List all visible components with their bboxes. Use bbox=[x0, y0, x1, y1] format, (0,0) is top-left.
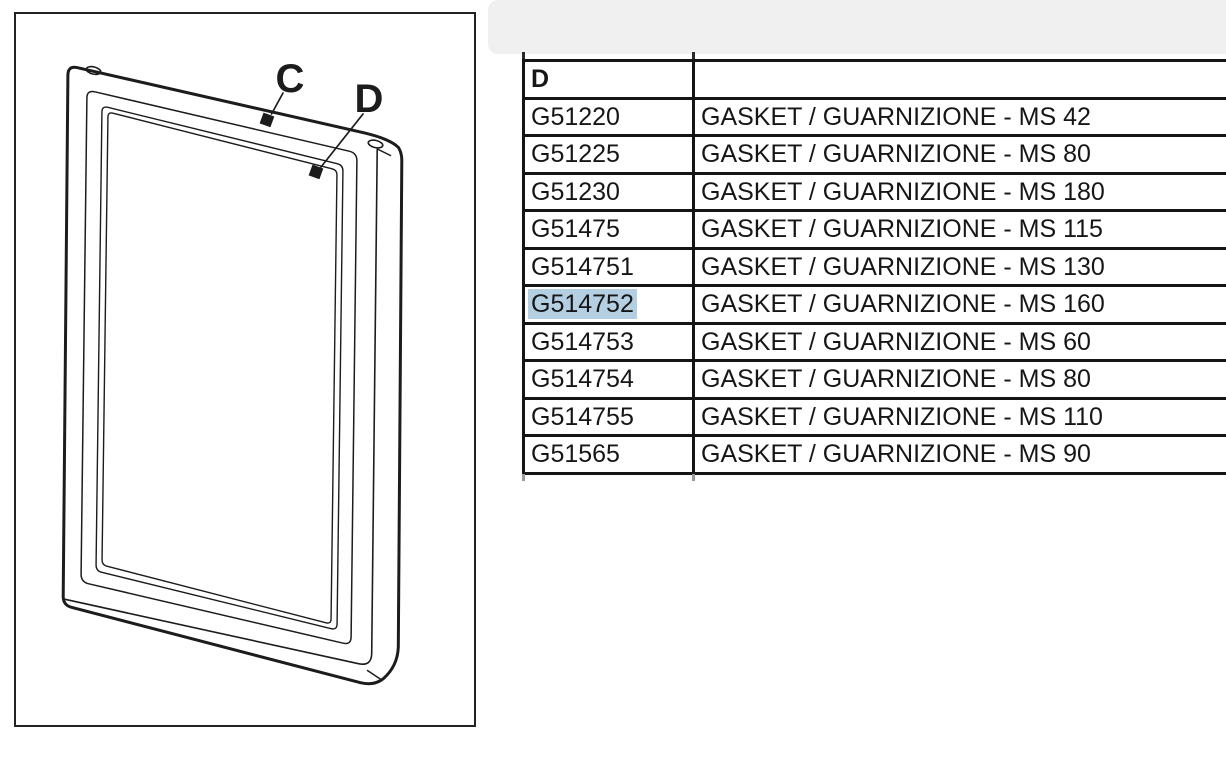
part-description: GASKET / GUARNIZIONE - MS 130 bbox=[701, 252, 1105, 281]
part-description: GASKET / GUARNIZIONE - MS 80 bbox=[701, 140, 1091, 168]
part-description: GASKET / GUARNIZIONE - MS 160 bbox=[701, 290, 1105, 318]
table-row[interactable]: G51565 GASKET / GUARNIZIONE - MS 90 bbox=[525, 437, 1226, 475]
table-row-selected[interactable]: G514752 GASKET / GUARNIZIONE - MS 160 bbox=[525, 287, 1226, 325]
table-border-stub bbox=[692, 52, 695, 59]
table-row[interactable]: G514751 GASKET / GUARNIZIONE - MS 130 bbox=[525, 249, 1226, 287]
part-description: GASKET / GUARNIZIONE - MS 80 bbox=[701, 365, 1091, 393]
part-description-cell: GASKET / GUARNIZIONE - MS 90 bbox=[695, 437, 1226, 472]
part-code-cell: G51230 bbox=[525, 174, 695, 209]
part-description-cell: GASKET / GUARNIZIONE - MS 80 bbox=[695, 137, 1226, 172]
table-border-stub bbox=[522, 474, 525, 481]
part-description-cell: GASKET / GUARNIZIONE - MS 160 bbox=[695, 287, 1226, 322]
part-description: GASKET / GUARNIZIONE - MS 110 bbox=[701, 402, 1103, 431]
part-code-cell: G51565 bbox=[525, 437, 695, 472]
part-code-cell: G51475 bbox=[525, 212, 695, 247]
part-description: GASKET / GUARNIZIONE - MS 42 bbox=[701, 102, 1091, 131]
part-code: G514754 bbox=[531, 365, 634, 393]
part-description: GASKET / GUARNIZIONE - MS 90 bbox=[701, 440, 1091, 468]
top-bar bbox=[488, 0, 1226, 54]
part-description-cell: GASKET / GUARNIZIONE - MS 115 bbox=[695, 212, 1226, 247]
part-code: G51220 bbox=[531, 102, 620, 131]
part-code-cell: G51220 bbox=[525, 99, 695, 134]
part-code: G514753 bbox=[531, 327, 634, 356]
part-description-cell: GASKET / GUARNIZIONE - MS 180 bbox=[695, 175, 1226, 210]
part-code-cell: G514752 bbox=[525, 287, 695, 322]
table-row[interactable]: G51220 GASKET / GUARNIZIONE - MS 42 bbox=[525, 99, 1226, 137]
parts-table: D G51220 GASKET / GUARNIZIONE - MS 42 G5… bbox=[522, 59, 1226, 475]
part-code: G514755 bbox=[531, 402, 634, 431]
part-code: G514751 bbox=[531, 252, 634, 281]
table-row[interactable]: G51475 GASKET / GUARNIZIONE - MS 115 bbox=[525, 212, 1226, 250]
part-code: G51225 bbox=[531, 140, 620, 168]
part-description: GASKET / GUARNIZIONE - MS 115 bbox=[701, 215, 1103, 243]
part-code: G514752 bbox=[528, 289, 637, 319]
part-description-cell: GASKET / GUARNIZIONE - MS 110 bbox=[695, 400, 1226, 435]
column-header-code: D bbox=[525, 62, 695, 97]
part-description-cell: GASKET / GUARNIZIONE - MS 130 bbox=[695, 250, 1226, 285]
table-row[interactable]: G514754 GASKET / GUARNIZIONE - MS 80 bbox=[525, 362, 1226, 400]
part-code: G51230 bbox=[531, 177, 620, 206]
part-description-cell: GASKET / GUARNIZIONE - MS 42 bbox=[695, 100, 1226, 135]
diagram-panel bbox=[14, 12, 476, 727]
table-row[interactable]: G514755 GASKET / GUARNIZIONE - MS 110 bbox=[525, 399, 1226, 437]
part-code-cell: G514755 bbox=[525, 399, 695, 434]
table-row[interactable]: G514753 GASKET / GUARNIZIONE - MS 60 bbox=[525, 324, 1226, 362]
table-row[interactable]: G51225 GASKET / GUARNIZIONE - MS 80 bbox=[525, 137, 1226, 175]
part-description: GASKET / GUARNIZIONE - MS 180 bbox=[701, 177, 1105, 206]
part-description-cell: GASKET / GUARNIZIONE - MS 80 bbox=[695, 362, 1226, 397]
part-code-cell: G51225 bbox=[525, 137, 695, 172]
part-description-cell: GASKET / GUARNIZIONE - MS 60 bbox=[695, 325, 1226, 360]
part-code-cell: G514751 bbox=[525, 249, 695, 284]
table-border-stub bbox=[522, 52, 525, 59]
table-header-row: D bbox=[525, 62, 1226, 100]
column-header-description bbox=[695, 62, 1226, 97]
table-border-stub bbox=[692, 474, 695, 481]
part-code-cell: G514753 bbox=[525, 324, 695, 359]
part-code: G51565 bbox=[531, 440, 620, 468]
part-code: G51475 bbox=[531, 215, 620, 243]
part-code-cell: G514754 bbox=[525, 362, 695, 397]
part-description: GASKET / GUARNIZIONE - MS 60 bbox=[701, 327, 1091, 356]
table-row[interactable]: G51230 GASKET / GUARNIZIONE - MS 180 bbox=[525, 174, 1226, 212]
